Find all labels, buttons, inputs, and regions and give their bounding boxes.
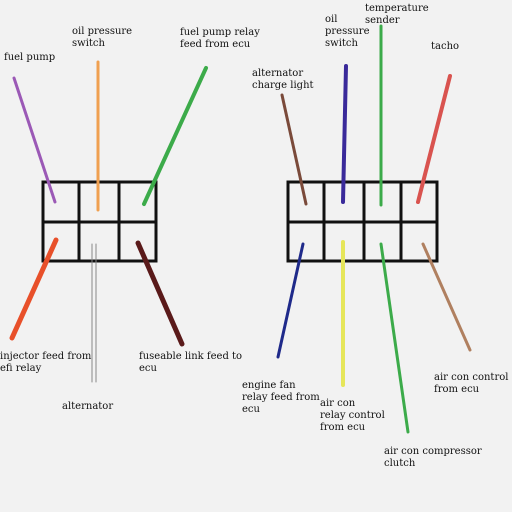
wire-oil-pressure-right	[341, 64, 348, 204]
wire-fuel-pump	[12, 76, 57, 204]
wire-tacho	[416, 74, 452, 204]
label-fuseable-link: fuseable link feed to ecu	[139, 351, 243, 374]
label-oil-pressure-switch-left: oil pressure switch	[72, 26, 133, 49]
label-injector-feed: injector feed from efi relay	[0, 351, 92, 374]
wire-fuel-pump-relay	[142, 66, 208, 206]
wire-injector-feed	[9, 237, 59, 341]
label-fuel-pump-relay: fuel pump relay feed from ecu	[180, 27, 260, 50]
wire-air-con-compressor	[379, 242, 410, 434]
label-air-con-relay: air con relay control from ecu	[320, 398, 385, 433]
label-air-con-compressor: air con compressor clutch	[384, 446, 482, 469]
label-alternator-charge-light: alternator charge light	[252, 68, 314, 91]
label-fuel-pump: fuel pump	[4, 52, 56, 63]
wire-engine-fan	[276, 242, 305, 359]
label-air-con-control: air con control from ecu	[434, 372, 509, 395]
wire-fuseable-link	[135, 240, 185, 347]
right-connector	[286, 180, 439, 263]
wire-air-con-control	[421, 242, 472, 352]
wire-alternator-charge	[280, 93, 308, 206]
label-tacho: tacho	[431, 41, 460, 52]
label-temperature-sender: temperature sender	[365, 3, 429, 26]
label-alternator: alternator	[62, 401, 114, 412]
label-engine-fan: engine fan relay feed from ecu	[242, 380, 320, 415]
label-oil-pressure-switch-right: oil pressure switch	[325, 14, 370, 49]
